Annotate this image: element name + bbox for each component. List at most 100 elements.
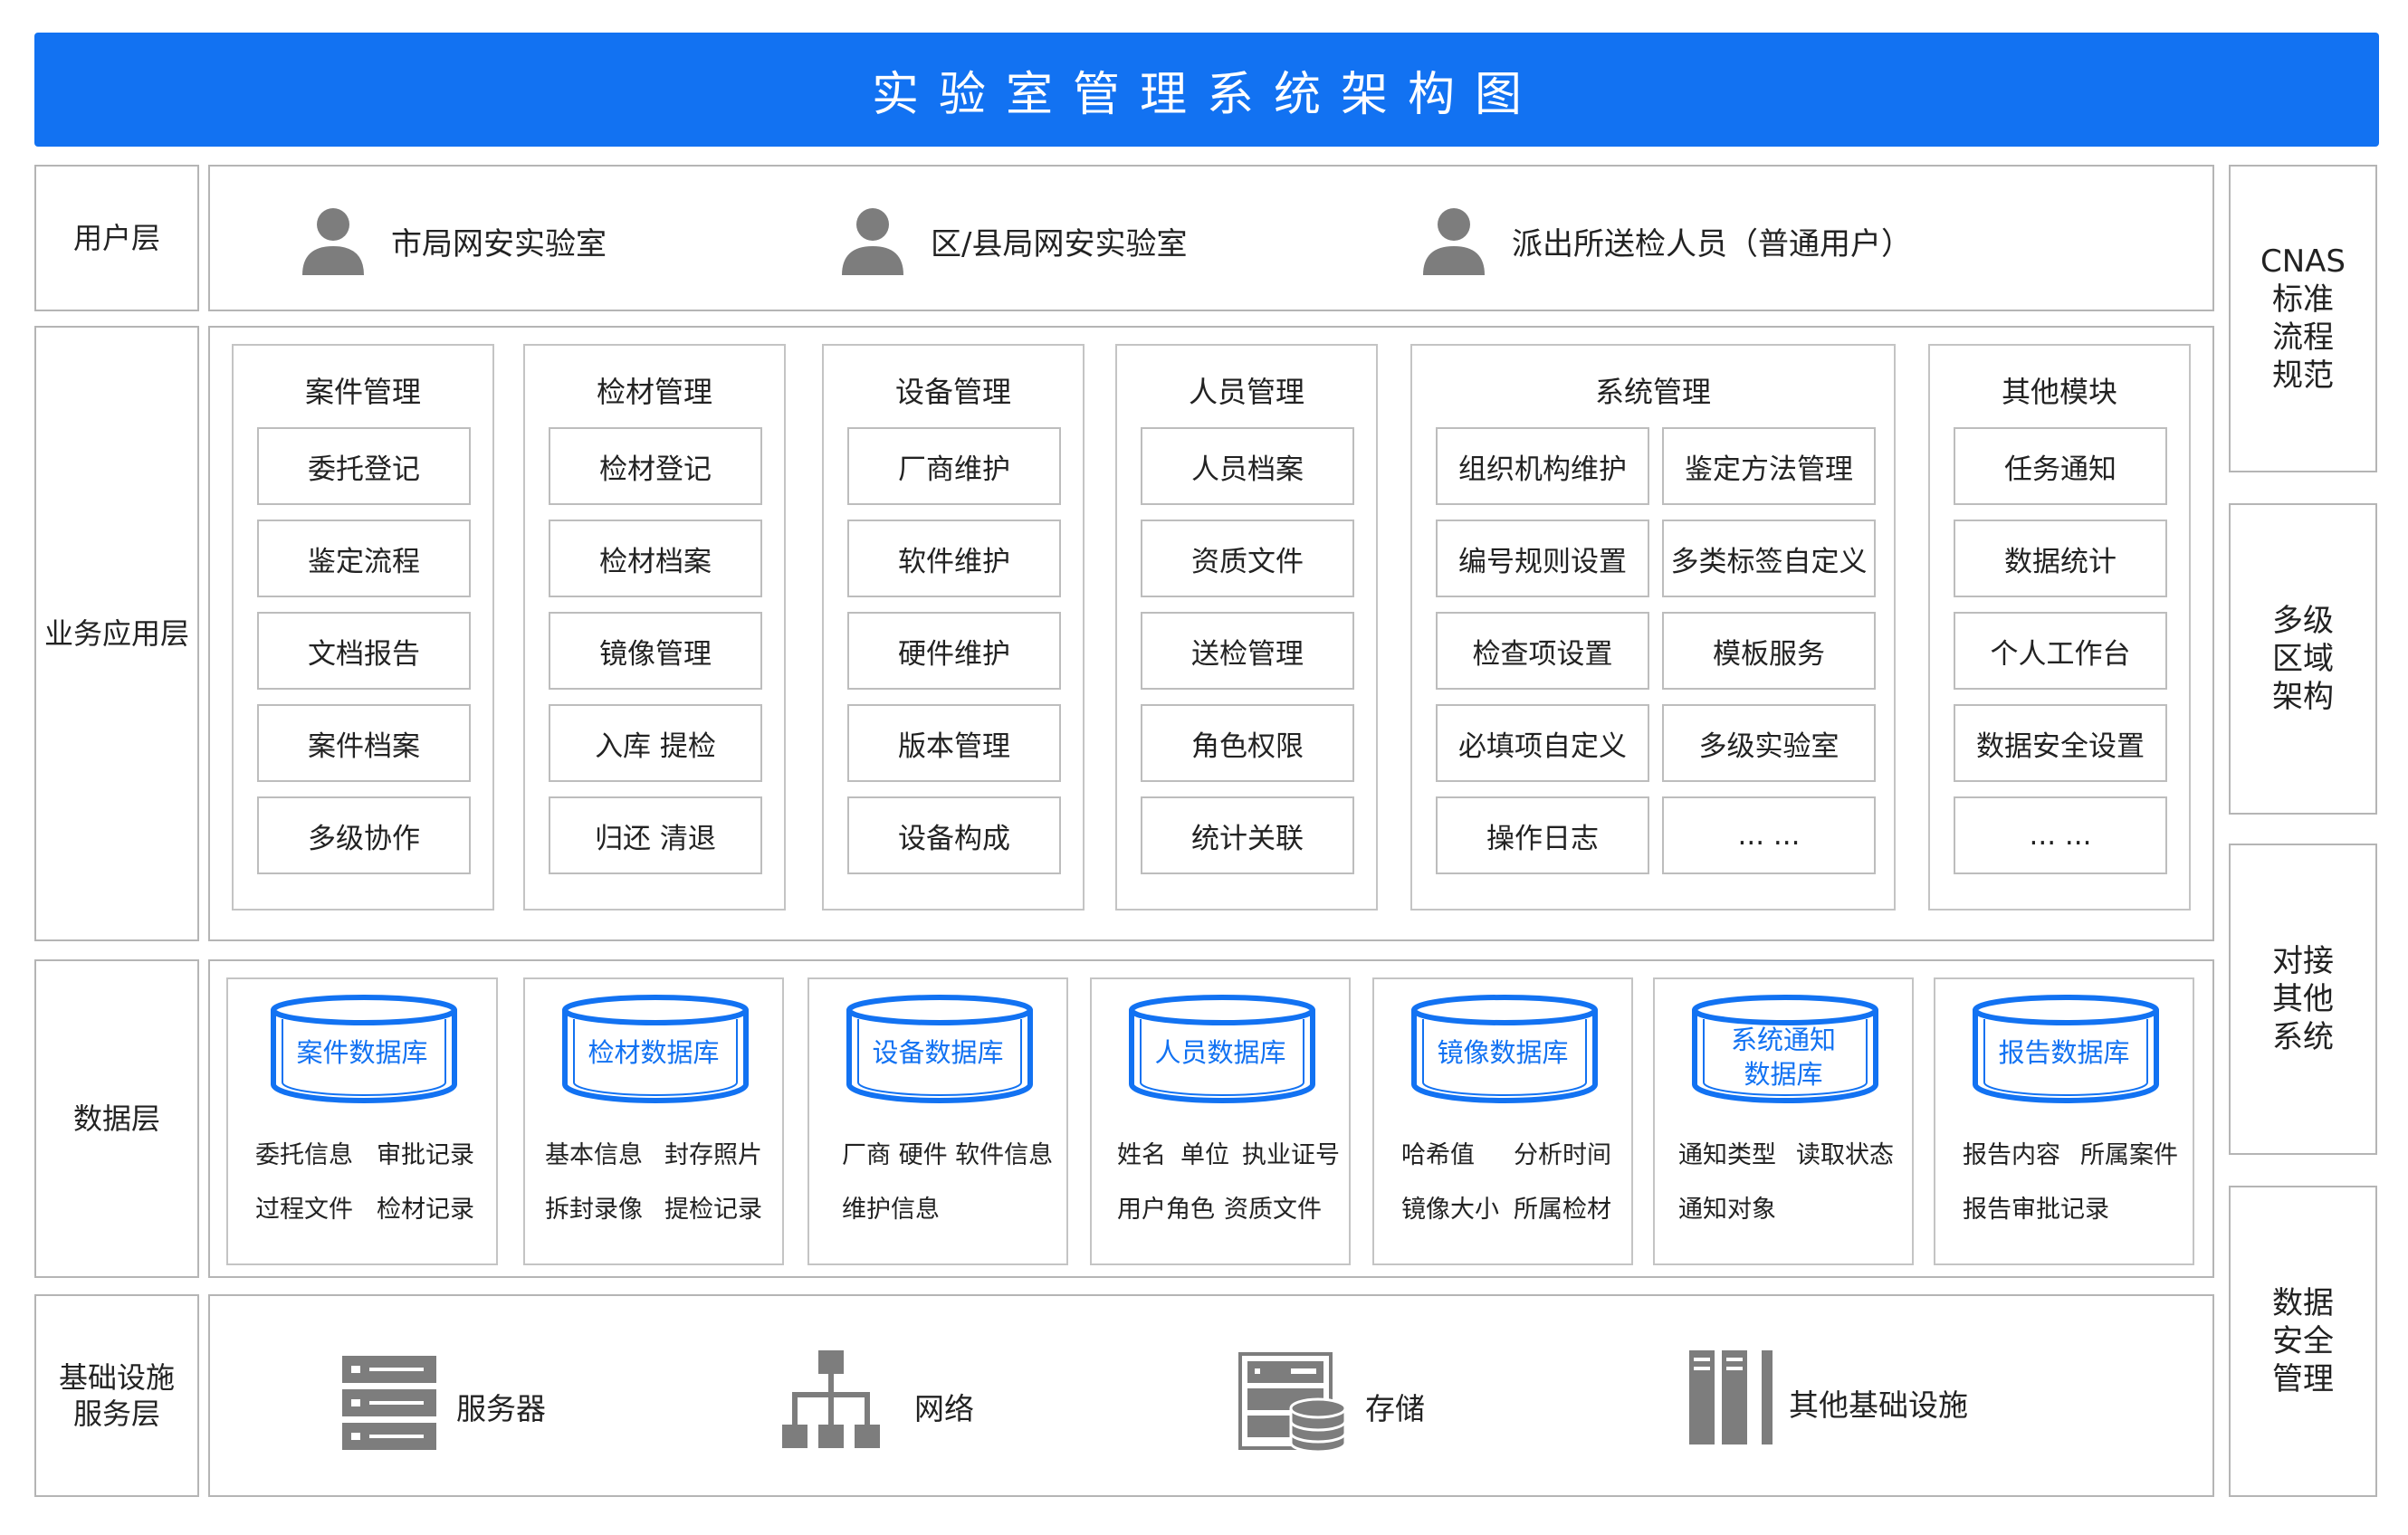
db-field: 执业证号 <box>1242 1141 1340 1169</box>
module-item[interactable]: 编号规则设置 <box>1436 520 1649 597</box>
infra-label-network: 网络 <box>914 1391 974 1426</box>
module-item[interactable]: 多类标签自定义 <box>1662 520 1876 597</box>
user-label-police: 派出所送检人员（普通用户） <box>1512 225 1912 262</box>
infra-label-server: 服务器 <box>456 1391 546 1426</box>
side-box-integration: 对接 其他 系统 <box>2229 844 2377 1155</box>
db-field: 单位 <box>1180 1141 1229 1169</box>
module-item[interactable]: 数据统计 <box>1954 520 2167 597</box>
module-item[interactable]: 任务通知 <box>1954 427 2167 505</box>
layer-label-user: 用户层 <box>34 165 199 311</box>
db-image: 镜像数据库 哈希值 分析时间 镜像大小 所属检材 <box>1372 977 1633 1265</box>
db-field: 维护信息 <box>842 1196 940 1224</box>
module-item[interactable]: 多级协作 <box>257 796 471 874</box>
user-item-district: 区/县局网安实验室 <box>840 206 1187 275</box>
module-item[interactable]: 数据安全设置 <box>1954 704 2167 782</box>
module-item[interactable]: 组织机构维护 <box>1436 427 1649 505</box>
module-title: 设备管理 <box>894 375 1011 409</box>
module-item[interactable]: 资质文件 <box>1141 520 1354 597</box>
diagram-title: 实验室管理系统架构图 <box>871 67 1542 122</box>
module-item[interactable]: 检材登记 <box>549 427 762 505</box>
database-icon <box>1973 995 2159 1103</box>
db-name: 镜像数据库 <box>1437 1037 1569 1068</box>
module-item[interactable]: 文档报告 <box>257 612 471 690</box>
server-icon <box>342 1356 436 1450</box>
module-item[interactable]: 软件维护 <box>847 520 1061 597</box>
module-title: 系统管理 <box>1594 375 1711 409</box>
module-item[interactable]: 必填项自定义 <box>1436 704 1649 782</box>
user-icon <box>1423 208 1485 275</box>
layer-user-text: 用户层 <box>72 221 160 255</box>
infra-label-storage: 存储 <box>1365 1391 1425 1426</box>
module-title: 检材管理 <box>596 375 712 409</box>
user-item-city: 市局网安实验室 <box>301 206 607 275</box>
module-item[interactable]: 操作日志 <box>1436 796 1649 874</box>
infra-layer-panel: 服务器 网络 存储 其他基础设施 <box>208 1294 2214 1497</box>
db-equipment: 设备数据库 厂商 硬件 软件信息 维护信息 <box>807 977 1068 1265</box>
module-title: 其他模块 <box>2001 375 2117 409</box>
db-field: 通知对象 <box>1678 1196 1776 1224</box>
database-icon <box>846 995 1033 1103</box>
side-box-multi-region: 多级 区域 架构 <box>2229 503 2377 815</box>
db-field: 所属案件 <box>2080 1141 2178 1169</box>
db-name: 设备数据库 <box>872 1037 1004 1068</box>
data-layer-panel: 案件数据库 委托信息 审批记录 过程文件 检材记录 检材数据库 基本信息 封存照… <box>208 959 2214 1278</box>
module-item[interactable]: ... ... <box>1954 796 2167 874</box>
module-item[interactable]: 设备构成 <box>847 796 1061 874</box>
module-item[interactable]: 多级实验室 <box>1662 704 1876 782</box>
module-item[interactable]: 检材档案 <box>549 520 762 597</box>
db-field: 姓名 <box>1117 1141 1166 1169</box>
db-name: 报告数据库 <box>1998 1037 2130 1068</box>
module-item[interactable]: 案件档案 <box>257 704 471 782</box>
module-item[interactable]: ... ... <box>1662 796 1876 874</box>
db-field: 审批记录 <box>377 1141 474 1169</box>
database-icon <box>1129 995 1315 1103</box>
module-item[interactable]: 鉴定方法管理 <box>1662 427 1876 505</box>
side-text-security: 数据 安全 管理 <box>2272 1285 2334 1397</box>
db-field: 所属检材 <box>1514 1196 1611 1224</box>
db-field: 厂商 硬件 软件信息 <box>842 1141 1054 1169</box>
user-item-police: 派出所送检人员（普通用户） <box>1421 206 1912 275</box>
db-field: 镜像大小 <box>1401 1196 1499 1224</box>
database-icon <box>1692 995 1878 1103</box>
layer-label-business: 业务应用层 <box>34 326 199 941</box>
module-item[interactable]: 厂商维护 <box>847 427 1061 505</box>
layer-label-infra: 基础设施 服务层 <box>34 1294 199 1497</box>
module-evidence: 检材管理 检材登记 检材档案 镜像管理 入库 提检 归还 清退 <box>523 344 786 911</box>
db-field: 委托信息 <box>255 1141 353 1169</box>
user-layer-panel: 市局网安实验室 区/县局网安实验室 派出所送检人员（普通用户） <box>208 165 2214 311</box>
module-item[interactable]: 角色权限 <box>1141 704 1354 782</box>
side-text-cnas: CNAS 标准 流程 规范 <box>2260 243 2346 394</box>
business-layer-panel: 案件管理 委托登记 鉴定流程 文档报告 案件档案 多级协作 检材管理 检材登记 … <box>208 326 2214 941</box>
db-field: 读取状态 <box>1796 1141 1894 1169</box>
module-item[interactable]: 检查项设置 <box>1436 612 1649 690</box>
db-field: 分析时间 <box>1514 1141 1611 1169</box>
db-notification: 系统通知 数据库 通知类型 读取状态 通知对象 <box>1653 977 1914 1265</box>
module-item[interactable]: 入库 提检 <box>549 704 762 782</box>
db-field: 通知类型 <box>1678 1141 1776 1169</box>
module-item[interactable]: 人员档案 <box>1141 427 1354 505</box>
module-item[interactable]: 鉴定流程 <box>257 520 471 597</box>
module-item[interactable]: 归还 清退 <box>549 796 762 874</box>
module-item[interactable]: 版本管理 <box>847 704 1061 782</box>
module-item[interactable]: 模板服务 <box>1662 612 1876 690</box>
network-icon <box>782 1350 880 1448</box>
layer-label-data: 数据层 <box>34 959 199 1278</box>
layer-infra-text: 基础设施 服务层 <box>58 1360 175 1431</box>
module-item[interactable]: 硬件维护 <box>847 612 1061 690</box>
module-item[interactable]: 个人工作台 <box>1954 612 2167 690</box>
module-item[interactable]: 镜像管理 <box>549 612 762 690</box>
module-item[interactable]: 委托登记 <box>257 427 471 505</box>
side-box-security: 数据 安全 管理 <box>2229 1186 2377 1497</box>
module-item[interactable]: 送检管理 <box>1141 612 1354 690</box>
db-field: 基本信息 <box>545 1141 643 1169</box>
db-field: 用户角色 <box>1117 1196 1215 1224</box>
database-icon <box>271 995 457 1103</box>
server-rack-icon <box>1689 1350 1773 1444</box>
db-field: 提检记录 <box>664 1196 762 1224</box>
module-item[interactable]: 统计关联 <box>1141 796 1354 874</box>
database-icon <box>562 995 749 1103</box>
side-text-multi-region: 多级 区域 架构 <box>2272 603 2334 715</box>
module-title: 案件管理 <box>304 375 421 409</box>
db-report: 报告数据库 报告内容 所属案件 报告审批记录 <box>1934 977 2194 1265</box>
title-bar: 实验室管理系统架构图 <box>34 33 2379 147</box>
